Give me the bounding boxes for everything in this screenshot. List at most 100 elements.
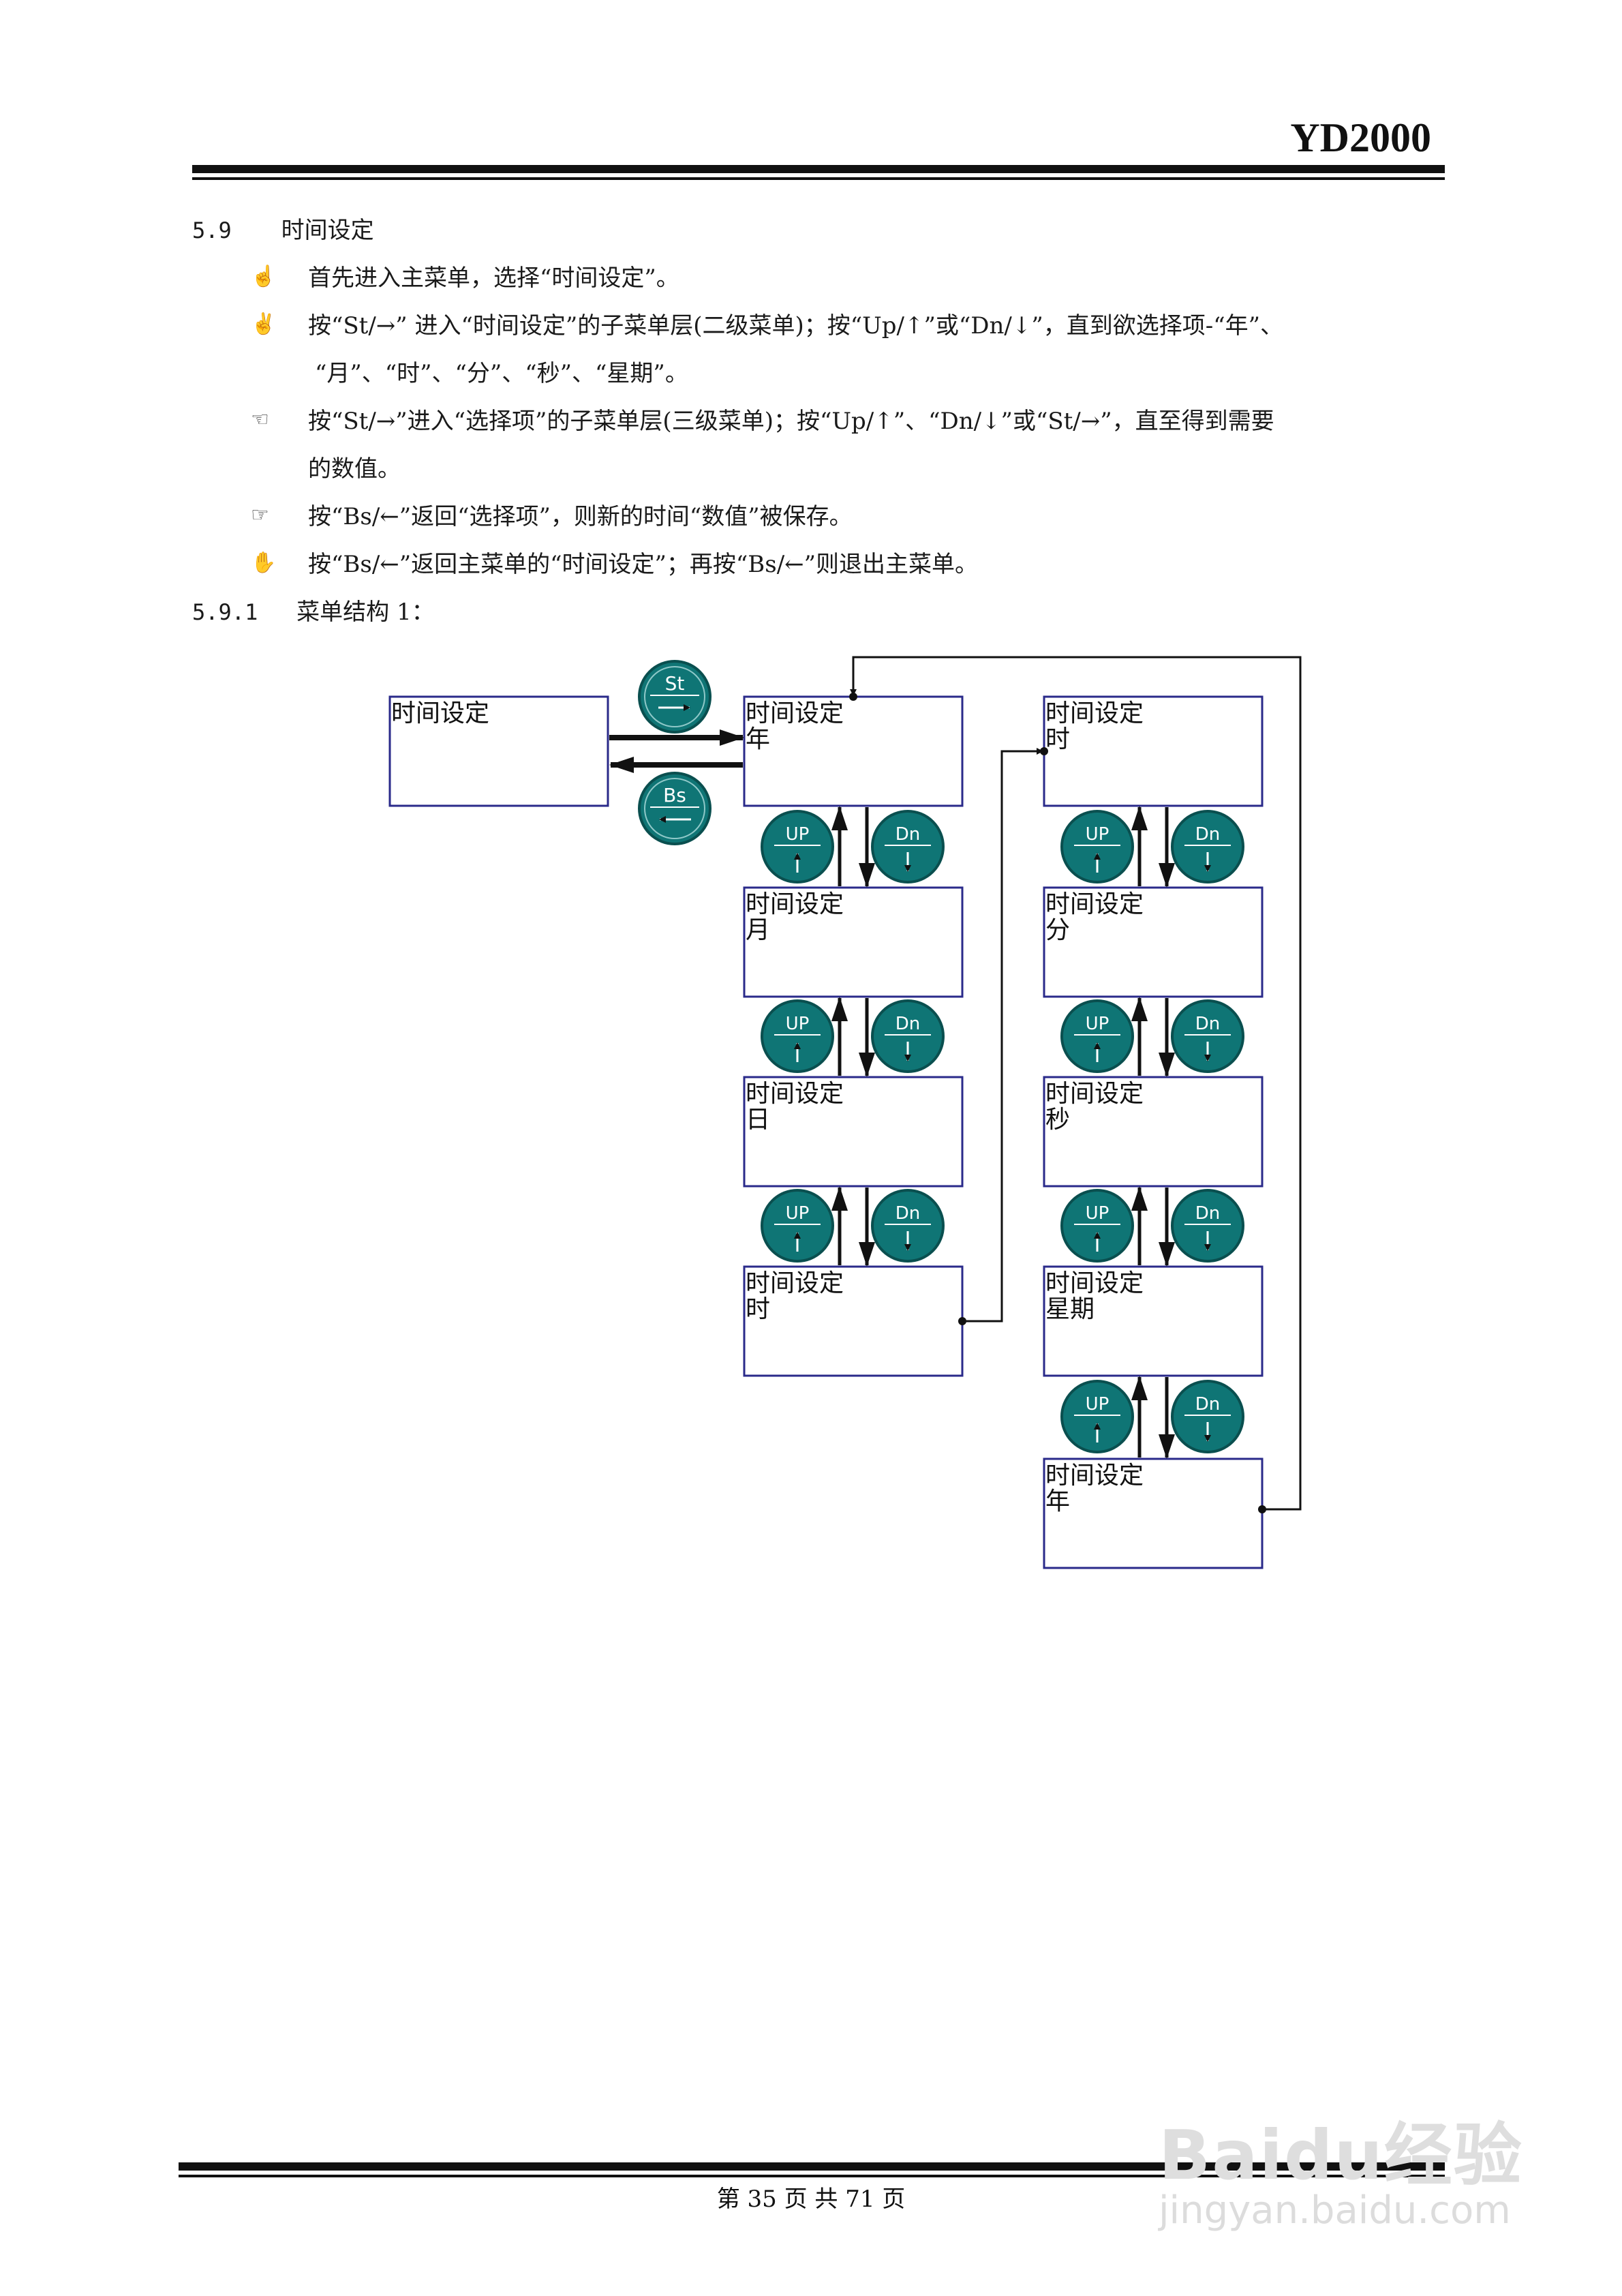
up-button-icon: UP: [1060, 1380, 1134, 1453]
up-button-icon: UP: [1060, 810, 1134, 883]
nav-pair-left-3: UP Dn: [761, 1186, 945, 1267]
subsection-title: 菜单结构 1：: [296, 599, 435, 626]
step-1-line-1: 首先进入主菜单，选择“时间设定”。: [308, 265, 679, 292]
menu-box-title: 时间设定: [746, 1080, 844, 1108]
up-button-icon: UP: [761, 999, 834, 1073]
up-button-label: UP: [1086, 1203, 1110, 1224]
dn-button-label: Dn: [1195, 1014, 1221, 1034]
menu-box-item: 时: [746, 1295, 770, 1323]
menu-box-item: 星期: [1045, 1295, 1095, 1323]
connector-dot: [958, 1317, 966, 1325]
up-button-icon: UP: [761, 810, 834, 883]
menu-box-title: 时间设定: [1045, 1462, 1144, 1490]
up-button-label: UP: [1086, 824, 1110, 845]
step-3-line-1: 按“St/→”进入“选择项”的子菜单层(三级菜单)；按“Up/↑”、“Dn/↓”…: [308, 408, 1274, 435]
dn-button-label: Dn: [1195, 1394, 1221, 1415]
menu-box-hour-right: 时间设定 时: [1043, 695, 1264, 807]
bs-button-icon: Bs: [638, 772, 711, 845]
nav-pair-right-2: UP Dn: [1060, 997, 1244, 1077]
menu-box-day: 时间设定 日: [743, 1076, 964, 1188]
up-button-label: UP: [786, 824, 810, 845]
page-number: 第 35 页 共 71 页: [716, 2186, 906, 2213]
document-id: YD2000: [1290, 115, 1431, 160]
menu-box-year-left: 时间设定 年: [743, 695, 964, 807]
subsection-number: 5.9.1: [192, 599, 258, 625]
bs-button-label: Bs: [663, 784, 686, 806]
section-number: 5.9: [192, 217, 232, 243]
nav-pair-left-2: UP Dn: [761, 997, 945, 1077]
nav-pair-right-4: UP Dn: [1060, 1376, 1244, 1459]
up-button-icon: UP: [761, 1189, 834, 1263]
st-button-icon: St: [638, 660, 711, 734]
dn-button-icon: Dn: [871, 1189, 945, 1263]
menu-box-weekday: 时间设定 星期: [1043, 1265, 1264, 1377]
header-rule-thick: [192, 165, 1445, 173]
nav-pair-left-1: UP Dn: [761, 806, 945, 888]
menu-box-title: 时间设定: [746, 890, 844, 918]
menu-box-main: 时间设定: [388, 695, 609, 807]
up-button-icon: UP: [1060, 1189, 1134, 1263]
hand-five-icon: ✋: [251, 551, 277, 575]
step-2-line-2: “月”、“时”、“分”、“秒”、“星期”。: [315, 360, 688, 387]
watermark-logo: Baidu经验: [1159, 2115, 1523, 2195]
menu-box-second: 时间设定 秒: [1043, 1076, 1264, 1188]
menu-box-item: 分: [1045, 916, 1070, 944]
dn-button-label: Dn: [896, 1203, 921, 1224]
menu-box-title: 时间设定: [1045, 1269, 1144, 1297]
step-2-line-1: 按“St/→” 进入“时间设定”的子菜单层(二级菜单)；按“Up/↑”或“Dn/…: [308, 312, 1284, 339]
menu-box-title: 时间设定: [1045, 890, 1144, 918]
connector-hour-to-hour: [962, 748, 1043, 1323]
menu-box-title: 时间设定: [1045, 1080, 1144, 1108]
menu-box-title: 时间设定: [1045, 699, 1144, 727]
menu-box-month: 时间设定 月: [743, 886, 964, 998]
step-3-line-2: 的数值。: [308, 455, 401, 483]
connector-dot: [849, 693, 857, 701]
up-button-icon: UP: [1060, 999, 1134, 1073]
up-button-label: UP: [786, 1014, 810, 1034]
menu-box-main-title: 时间设定: [391, 699, 489, 727]
hand-four-icon: ☞: [251, 503, 269, 527]
connector-dot: [1040, 747, 1048, 755]
menu-box-item: 日: [746, 1106, 770, 1134]
connector-dot: [1258, 1505, 1266, 1513]
menu-box-item: 年: [746, 725, 770, 753]
st-button-label: St: [665, 672, 685, 695]
up-button-label: UP: [786, 1203, 810, 1224]
menu-box-title: 时间设定: [746, 699, 844, 727]
dn-button-icon: Dn: [1171, 999, 1244, 1073]
dn-button-icon: Dn: [871, 999, 945, 1073]
header-rule-thin: [192, 177, 1445, 180]
hand-one-icon: ☝: [251, 265, 277, 288]
section-title: 时间设定: [281, 217, 374, 244]
dn-button-label: Dn: [1195, 1203, 1221, 1224]
dn-button-label: Dn: [1195, 824, 1221, 845]
nav-pair-right-1: UP Dn: [1060, 806, 1244, 888]
hand-three-icon: ☜: [251, 408, 269, 432]
menu-box-item: 月: [746, 916, 770, 944]
dn-button-icon: Dn: [1171, 1380, 1244, 1453]
menu-box-year-right: 时间设定 年: [1043, 1457, 1264, 1569]
menu-box-item: 年: [1045, 1487, 1070, 1515]
connector-year-loop: [850, 656, 1302, 1511]
dn-button-icon: Dn: [1171, 1189, 1244, 1263]
up-button-label: UP: [1086, 1394, 1110, 1415]
menu-box-item: 时: [1045, 725, 1070, 753]
dn-button-icon: Dn: [871, 810, 945, 883]
hand-two-icon: ✌: [251, 312, 277, 336]
menu-box-minute: 时间设定 分: [1043, 886, 1264, 998]
watermark-url: jingyan.baidu.com: [1159, 2188, 1511, 2233]
dn-button-label: Dn: [896, 824, 921, 845]
menu-box-title: 时间设定: [746, 1269, 844, 1297]
dn-button-icon: Dn: [1171, 810, 1244, 883]
subsection-heading: 5.9.1 菜单结构 1：: [192, 599, 435, 626]
footer-rule-thick: [179, 2162, 1445, 2171]
section-heading: 5.9 时间设定: [192, 217, 374, 244]
menu-box-item: 秒: [1045, 1106, 1070, 1134]
up-button-label: UP: [1086, 1014, 1110, 1034]
dn-button-label: Dn: [896, 1014, 921, 1034]
footer-rule-thin: [179, 2175, 1445, 2177]
step-5-line-1: 按“Bs/←”返回主菜单的“时间设定”；再按“Bs/←”则退出主菜单。: [308, 551, 979, 578]
menu-box-hour-left: 时间设定 时: [743, 1265, 964, 1377]
nav-pair-right-3: UP Dn: [1060, 1186, 1244, 1267]
